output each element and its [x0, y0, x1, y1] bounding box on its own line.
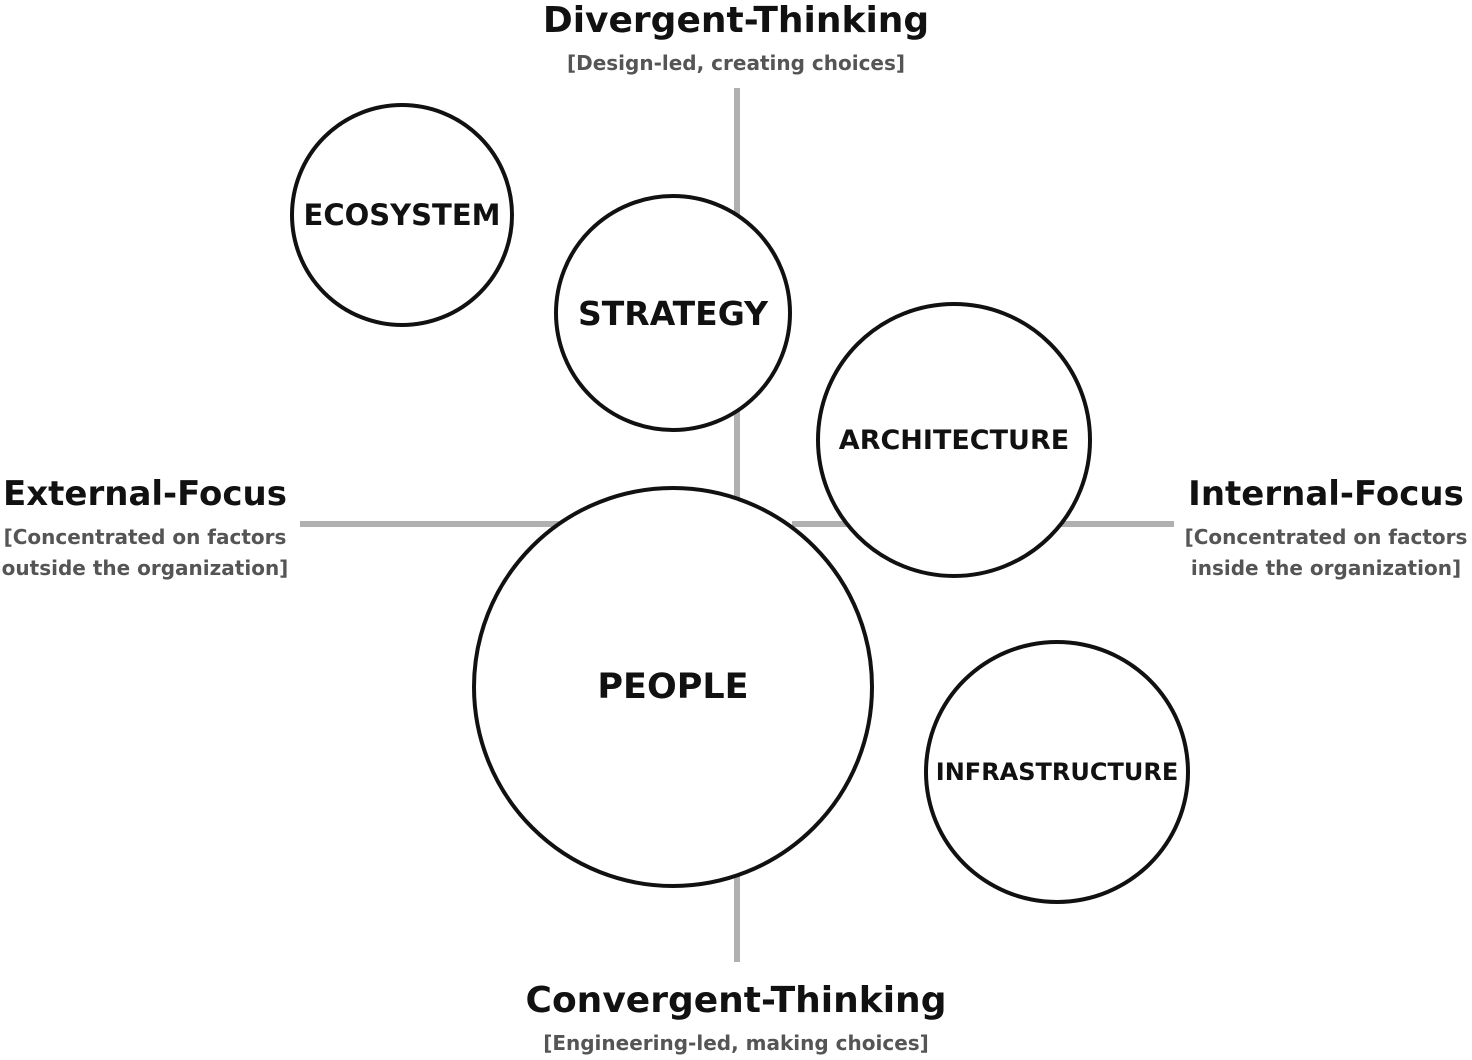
left-axis-subtitle-line1: [Concentrated on factors	[3, 525, 287, 549]
infrastructure-circle: INFRASTRUCTURE	[924, 640, 1190, 904]
strategy-circle: STRATEGY	[554, 194, 792, 432]
ecosystem-label: ECOSYSTEM	[303, 198, 501, 232]
horizontal-axis-left-line	[300, 521, 560, 527]
right-axis-subtitle-line1: [Concentrated on factors	[1184, 525, 1468, 549]
vertical-axis-bottom-line	[734, 876, 740, 962]
bottom-axis-title: Convergent-Thinking	[525, 980, 947, 1021]
left-axis-subtitle: [Concentrated on factors outside the org…	[0, 522, 290, 584]
infrastructure-label: INFRASTRUCTURE	[935, 758, 1179, 786]
people-circle: PEOPLE	[472, 486, 874, 888]
right-axis-title: Internal-Focus	[1188, 474, 1464, 514]
bottom-axis-subtitle: [Engineering-led, making choices]	[543, 1031, 929, 1055]
left-axis-subtitle-line2: outside the organization]	[1, 556, 289, 580]
top-axis-title: Divergent-Thinking	[542, 0, 930, 41]
architecture-circle: ARCHITECTURE	[816, 302, 1092, 578]
architecture-label: ARCHITECTURE	[838, 424, 1070, 456]
top-axis-subtitle: [Design-led, creating choices]	[566, 51, 906, 75]
right-axis-subtitle: [Concentrated on factors inside the orga…	[1180, 522, 1472, 584]
right-axis-subtitle-line2: inside the organization]	[1190, 556, 1462, 580]
ecosystem-circle: ECOSYSTEM	[290, 103, 514, 327]
strategy-label: STRATEGY	[578, 293, 768, 333]
left-axis-title: External-Focus	[3, 474, 287, 514]
people-label: PEOPLE	[597, 667, 749, 707]
